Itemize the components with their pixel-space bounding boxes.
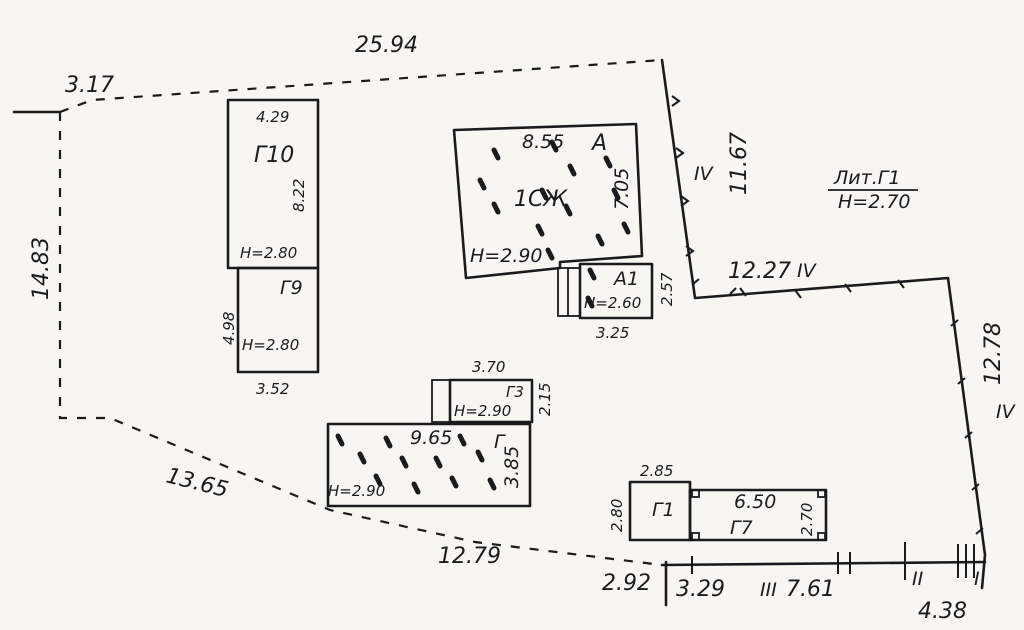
boundary-fence [660, 58, 987, 590]
a-width: 8.55 [522, 131, 564, 153]
dim-top-left: 3.17 [65, 73, 114, 98]
dim-bottom-mid: 12.79 [438, 544, 501, 569]
g7-width: 6.50 [734, 491, 776, 513]
g10-height: H=2.80 [240, 244, 297, 262]
boundary-bottom-fence [660, 560, 987, 567]
g7-depth: 2.70 [798, 503, 816, 536]
mark-middle-step: IV [797, 260, 818, 282]
g3-depth: 2.15 [536, 383, 554, 416]
fence-ticks [671, 95, 984, 580]
mark-bottom-seg2: III [760, 579, 777, 601]
dim-top: 25.94 [355, 33, 418, 58]
g-width: 9.65 [410, 427, 452, 449]
building-a: 8.55 А 1СЖ 7.05 H=2.90 [452, 122, 644, 280]
a1-depth: 2.57 [658, 272, 676, 306]
a-use: 1СЖ [514, 187, 568, 212]
g1-depth: 2.80 [608, 499, 626, 532]
g7-label: Г7 [730, 517, 753, 539]
g-depth: 3.85 [501, 446, 523, 488]
g-label: Г [494, 431, 506, 453]
g9-width: 3.52 [256, 380, 289, 398]
dim-bottom-right: 4.38 [918, 599, 967, 624]
building-g10: 4.29 Г10 8.22 H=2.80 [226, 98, 320, 270]
g3-height: H=2.90 [454, 402, 511, 420]
mark-right-upper: IV [694, 163, 715, 185]
dim-bottom-step: 2.92 [602, 571, 651, 596]
dim-right-lower: 12.78 [981, 322, 1006, 385]
a1-width: 3.25 [596, 324, 629, 342]
a-height: H=2.90 [470, 245, 543, 267]
building-g1: 2.85 Г1 2.80 [608, 462, 692, 542]
dim-left: 14.83 [29, 237, 54, 300]
g3-label: Г3 [506, 383, 524, 401]
g1-label: Г1 [652, 499, 675, 521]
building-g7: 6.50 Г7 2.70 [688, 488, 828, 542]
g9-depth: 4.98 [220, 312, 238, 345]
note-height: H=2.70 [838, 191, 911, 213]
g9-height: H=2.80 [242, 336, 299, 354]
dim-middle-step: 12.27 [728, 259, 791, 284]
dim-bottom-left-diag: 13.65 [164, 464, 231, 503]
mark-bottom-ii: II [912, 568, 924, 590]
dim-right-upper: 11.67 [727, 132, 752, 195]
g10-label: Г10 [254, 143, 294, 168]
a-depth: 7.05 [611, 168, 633, 210]
a1-height: H=2.60 [584, 294, 641, 312]
building-g3: 3.70 Г3 H=2.90 2.15 [431, 358, 554, 424]
mark-bottom-i: I [974, 568, 980, 590]
g9-label: Г9 [280, 277, 303, 299]
g10-width: 4.29 [256, 108, 289, 126]
a1-label: А1 [612, 268, 639, 290]
g3-width: 3.70 [472, 358, 505, 376]
boundary-dashed-top [59, 58, 663, 114]
a-hatching [477, 139, 631, 261]
building-g9: Г9 4.98 H=2.80 3.52 [220, 266, 320, 398]
dim-bottom-seg1: 3.29 [676, 577, 725, 602]
building-a1: А1 H=2.60 2.57 3.25 [557, 262, 676, 342]
building-g: 9.65 Г 3.85 H=2.90 [326, 422, 532, 508]
mark-right-lower: IV [996, 401, 1017, 423]
g-height: H=2.90 [328, 482, 385, 500]
parcel-boundary [12, 58, 987, 607]
g-hatching [335, 433, 497, 495]
legend-note: Лит.Г1 H=2.70 [828, 167, 918, 213]
g1-width: 2.85 [640, 462, 673, 480]
dim-bottom-seg2: 7.61 [786, 577, 835, 602]
boundary-dashed-left [58, 112, 663, 567]
note-title: Лит.Г1 [833, 167, 900, 189]
parcel-dimensions: 25.94 3.17 14.83 13.65 12.79 2.92 3.29 I… [29, 33, 1017, 624]
g10-depth: 8.22 [290, 179, 308, 212]
a-label: А [590, 131, 607, 156]
